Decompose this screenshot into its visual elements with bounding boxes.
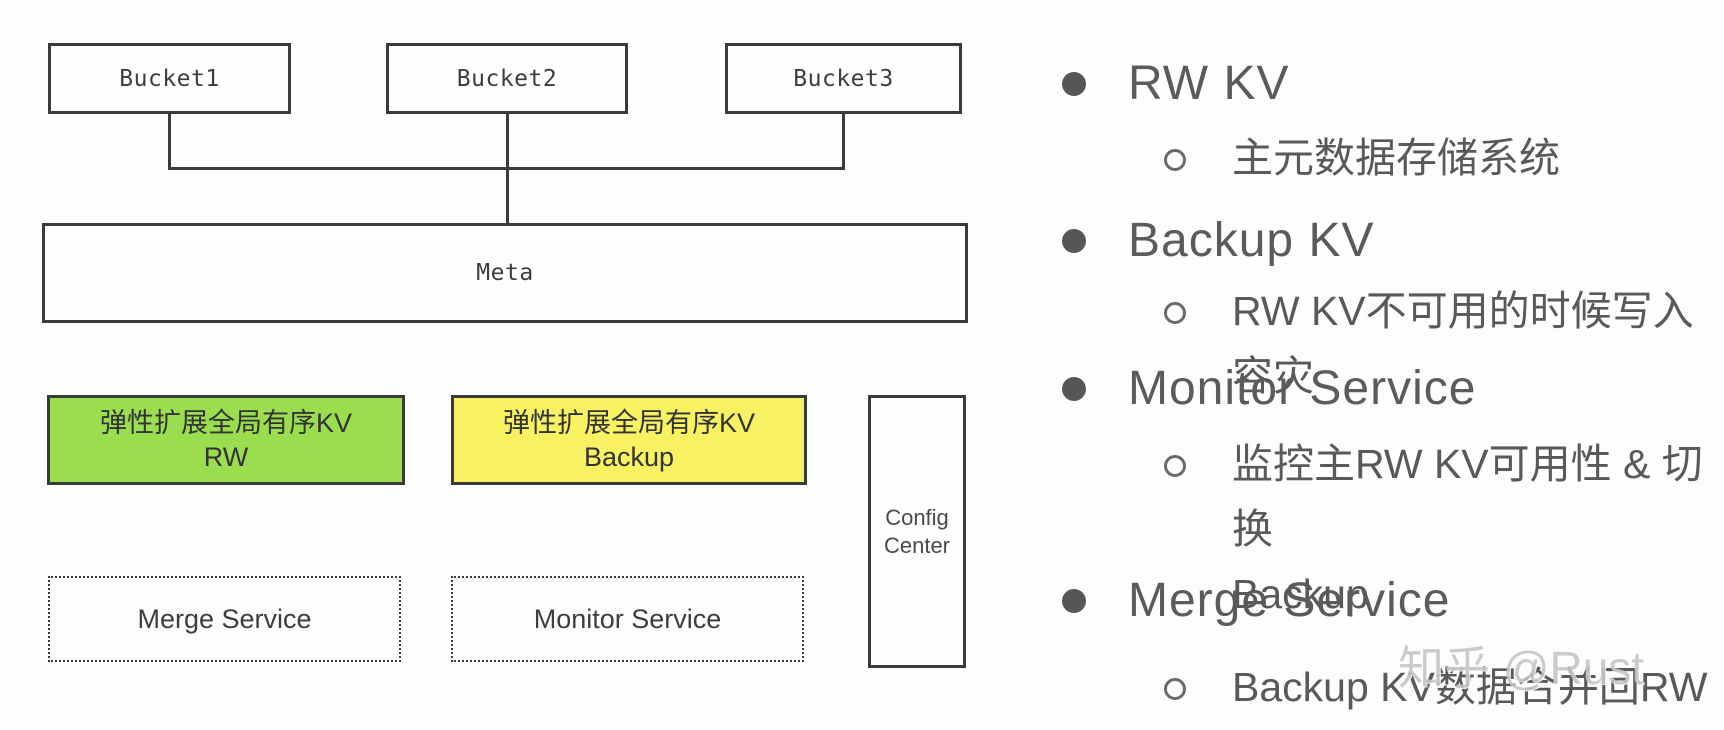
bucket2-label: Bucket2 xyxy=(456,65,558,92)
config-center-box: Config Center xyxy=(868,395,966,668)
bullet-dot-icon xyxy=(1062,377,1086,401)
kv-rw-box: 弹性扩展全局有序KV RW xyxy=(47,395,405,485)
list-subitem-text: 主元数据存储系统 xyxy=(1232,126,1560,191)
bullet-dot-icon xyxy=(1062,229,1086,253)
kv-backup-box: 弹性扩展全局有序KV Backup xyxy=(451,395,807,485)
merge-service-label: Merge Service xyxy=(137,603,312,634)
merge-service-box: Merge Service xyxy=(48,576,401,662)
kv-backup-line1: 弹性扩展全局有序KV xyxy=(502,408,756,438)
subitem-line: 监控主RW KV可用性 & 切换 xyxy=(1232,441,1703,552)
meta-label: Meta xyxy=(476,260,534,286)
list-item-title: RW KV xyxy=(1128,57,1290,110)
monitor-service-label: Monitor Service xyxy=(533,603,722,634)
list-subitem-merge-service: Backup KV数据合并回RW KV xyxy=(1164,655,1724,730)
list-item-monitor-service: Monitor Service xyxy=(1062,363,1476,415)
kv-rw-line1: 弹性扩展全局有序KV xyxy=(99,408,353,438)
bucket2-box: Bucket2 xyxy=(386,43,628,114)
connector-horizontal xyxy=(168,167,845,170)
bucket3-label: Bucket3 xyxy=(793,65,894,92)
connector-bucket1-vertical xyxy=(168,114,171,170)
subitem-line: 主元数据存储系统 xyxy=(1232,135,1560,181)
bullet-dot-icon xyxy=(1062,72,1086,96)
subitem-line: Backup xyxy=(1232,571,1369,617)
list-subitem-text: RW KV不可用的时候写入容灾 xyxy=(1232,279,1724,409)
bucket3-box: Bucket3 xyxy=(725,43,962,114)
list-subitem-text: 监控主RW KV可用性 & 切换 Backup xyxy=(1232,432,1724,627)
list-subitem-backup-kv: RW KV不可用的时候写入容灾 xyxy=(1164,279,1724,409)
list-item-rw-kv: RW KV xyxy=(1062,58,1289,110)
list-item-backup-kv: Backup KV xyxy=(1062,215,1374,267)
list-subitem-text: Backup KV数据合并回RW KV xyxy=(1232,655,1724,730)
list-item-title: Monitor Service xyxy=(1128,362,1477,415)
monitor-service-box: Monitor Service xyxy=(451,576,804,662)
list-subitem-monitor-service: 监控主RW KV可用性 & 切换 Backup xyxy=(1164,432,1724,627)
subitem-line: Backup KV数据合并回RW KV xyxy=(1232,664,1708,730)
bullet-dot-icon xyxy=(1062,589,1086,613)
config-center-line2: Center xyxy=(883,532,951,558)
kv-backup-line2: Backup xyxy=(583,442,675,472)
list-subitem-rw-kv: 主元数据存储系统 xyxy=(1164,126,1560,191)
bullet-circle-icon xyxy=(1164,678,1186,700)
list-item-title: Merge Service xyxy=(1128,574,1451,627)
list-item-merge-service: Merge Service xyxy=(1062,575,1450,627)
config-center-line1: Config xyxy=(885,504,949,530)
subitem-line: RW KV不可用的时候写入容灾 xyxy=(1232,288,1694,399)
connector-bucket3-vertical xyxy=(842,114,845,170)
meta-box: Meta xyxy=(42,223,968,323)
bullet-circle-icon xyxy=(1164,302,1186,324)
bullet-circle-icon xyxy=(1164,455,1186,477)
watermark: 知乎 @Rust xyxy=(1398,642,1645,694)
bullet-circle-icon xyxy=(1164,149,1186,171)
bucket1-box: Bucket1 xyxy=(48,43,291,114)
list-item-title: Backup KV xyxy=(1128,214,1375,267)
kv-rw-line2: RW xyxy=(203,442,249,472)
bucket1-label: Bucket1 xyxy=(119,65,220,92)
